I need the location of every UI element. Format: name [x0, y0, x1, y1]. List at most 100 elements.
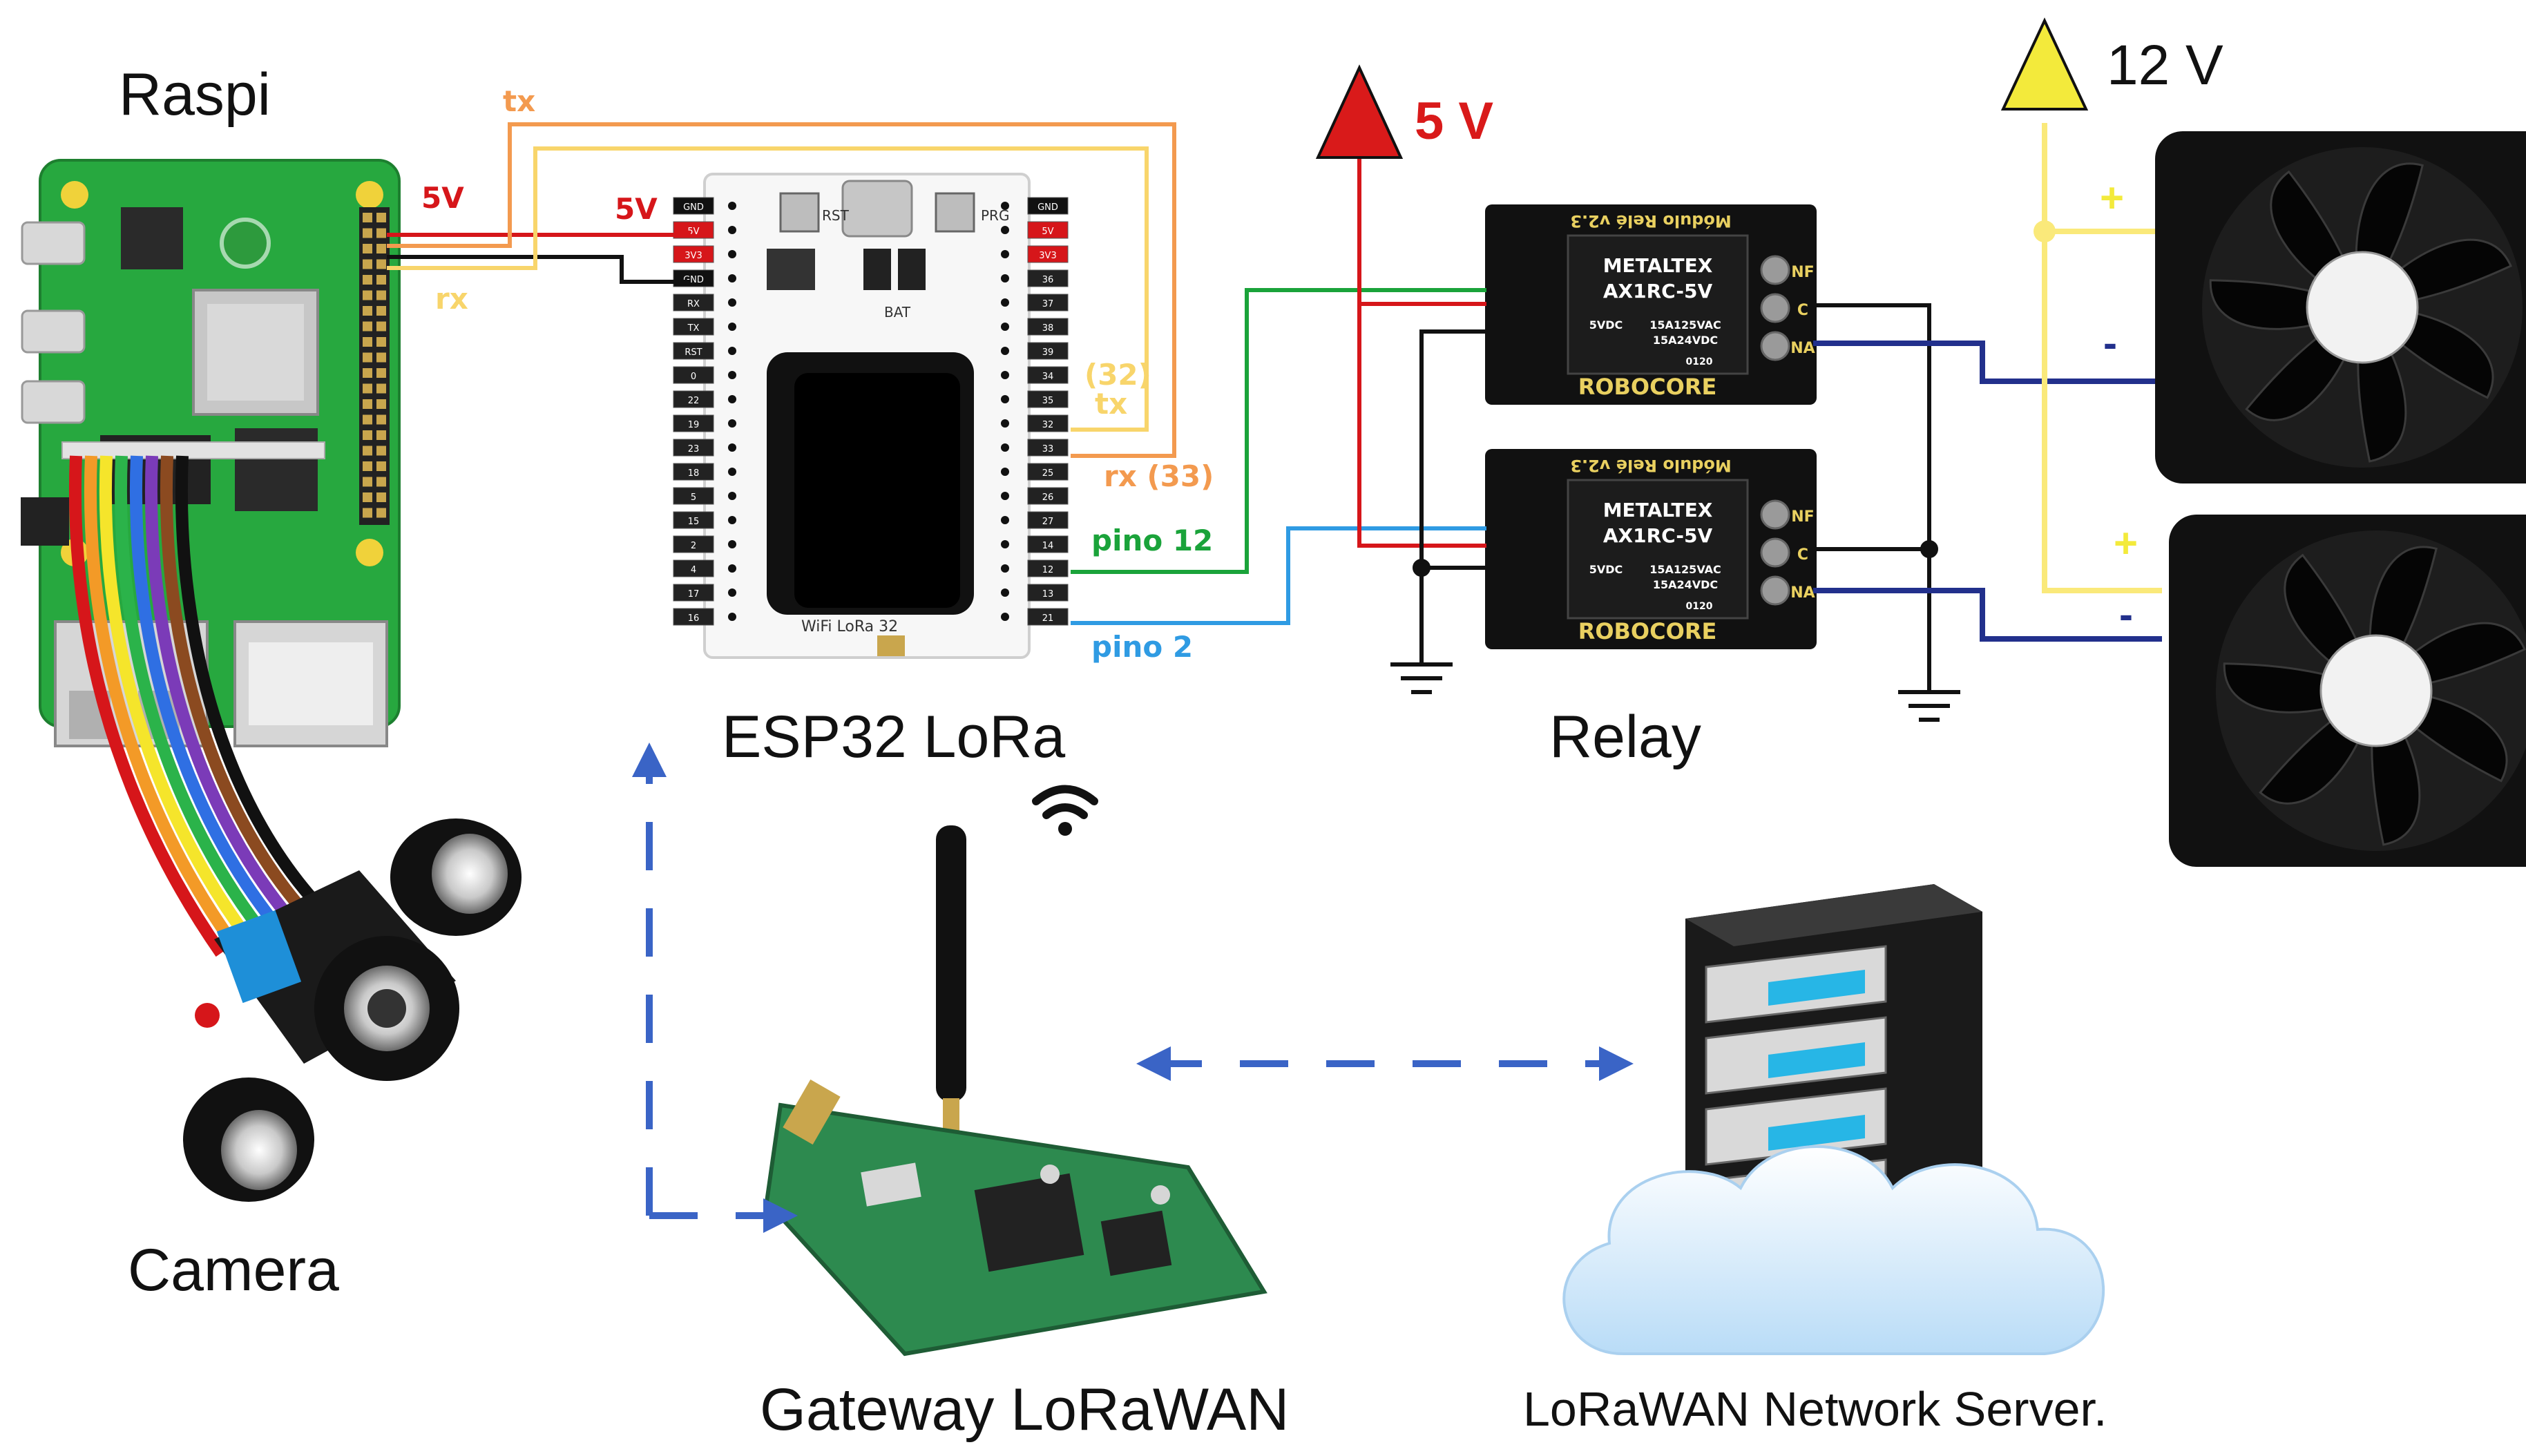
esp-pin: 18: [673, 463, 736, 481]
esp-pin: 5V: [1001, 221, 1069, 239]
fan-icon: [2155, 131, 2526, 483]
esp-pin-label: 3V3: [685, 251, 702, 261]
esp-pin-label: 27: [1042, 517, 1054, 527]
esp-pin-label: 37: [1042, 299, 1054, 309]
ribbon-cable: [68, 455, 323, 957]
esp-pin-label: 4: [691, 565, 696, 575]
lora-link-arrows: [632, 743, 1634, 1233]
esp-pin-label: 22: [688, 396, 700, 406]
esp-pin-label: 3V3: [1039, 251, 1056, 261]
pino2-label: pino 2: [1091, 630, 1194, 664]
esp-pin: 22: [673, 390, 736, 408]
fan2-minus-label: -: [2119, 591, 2133, 638]
esp-pin-label: 13: [1042, 589, 1054, 600]
pin2-wire: [1071, 526, 1486, 625]
ground-icon: [1390, 662, 1453, 694]
relay-silkscreen-text: 0120: [1686, 356, 1713, 367]
esp-pin-label: 0: [691, 372, 696, 382]
raspi-label: Raspi: [119, 61, 271, 128]
esp-pin: 27: [1001, 511, 1069, 529]
esp-pin-label: RX: [687, 299, 700, 309]
esp-pin-label: 5: [691, 492, 696, 503]
esp-pin-label: TX: [687, 323, 700, 334]
esp-pin: 33: [1001, 439, 1069, 457]
relay-silkscreen-text: Módulo Relé v2.3: [1570, 211, 1731, 231]
supply-5v-label: 5 V: [1415, 92, 1494, 151]
esp-pin-label: 34: [1042, 372, 1054, 382]
relay-silkscreen-text: 5VDC: [1589, 318, 1623, 332]
junction-dot: [2034, 220, 2056, 242]
antenna-gateway: [764, 825, 1267, 1357]
esp-tx-label: tx: [1095, 387, 1128, 421]
gateway-label: Gateway LoRaWAN: [760, 1377, 1290, 1443]
esp-pin: RX: [673, 294, 736, 312]
fan2-plus-label: +: [2114, 520, 2139, 566]
esp-pin: 34: [1001, 366, 1069, 384]
esp-pin: 37: [1001, 294, 1069, 312]
esp-pin: 3V3: [673, 245, 736, 263]
esp32-label: ESP32 LoRa: [722, 704, 1066, 770]
esp-pin: 16: [673, 608, 736, 626]
esp-pin: 32: [1001, 414, 1069, 432]
relay-silkscreen-text: ROBOCORE: [1578, 618, 1717, 644]
esp-pin: 25: [1001, 463, 1069, 481]
pin12-wire: [1071, 288, 1486, 574]
esp-pin: 35: [1001, 390, 1069, 408]
esp-pin: 38: [1001, 318, 1069, 336]
supply-5v-icon: [1315, 64, 1404, 159]
esp-pin-label: 32: [1042, 420, 1054, 430]
relay-silkscreen-text: NA: [1790, 340, 1815, 357]
esp-pin-label: GND: [683, 202, 704, 213]
relay-5v-supply: [1357, 159, 1486, 548]
fans: [2155, 131, 2526, 867]
esp-5v-label: 5V: [615, 192, 658, 226]
raspi-rx-label: rx: [435, 282, 468, 316]
relay-silkscreen-text: METALTEX: [1603, 254, 1713, 277]
relay-silkscreen-text: AX1RC-5V: [1603, 280, 1713, 303]
ground-icon: [1898, 690, 1960, 722]
fan1-minus-label: -: [2103, 320, 2117, 366]
relay-silkscreen-text: ROBOCORE: [1578, 374, 1717, 400]
esp-pin-label: 12: [1042, 565, 1054, 575]
esp-pin: 13: [1001, 584, 1069, 602]
esp-pin: 23: [673, 439, 736, 457]
relay-silkscreen-text: C: [1797, 546, 1808, 564]
esp-pin-label: 39: [1042, 347, 1054, 358]
esp-pin-label: 16: [688, 613, 700, 624]
relay-output-wires: [1813, 303, 1938, 691]
relay-silkscreen-text: Módulo Relé v2.3: [1570, 456, 1731, 475]
relay-silkscreen-text: 15A125VAC: [1649, 318, 1721, 332]
pino12-label: pino 12: [1091, 524, 1214, 557]
esp-pin: GND: [1001, 197, 1069, 215]
relay-silkscreen-text: NA: [1790, 584, 1815, 602]
relay-silkscreen-text: 5VDC: [1589, 563, 1623, 576]
server-label: LoRaWAN Network Server.: [1523, 1382, 2107, 1436]
power-and-uart-wires: [387, 122, 1176, 458]
relay-silkscreen-text: NF: [1791, 264, 1814, 281]
raspi-5v-label: 5V: [421, 181, 464, 215]
esp-pin-label: 23: [688, 444, 700, 454]
esp-pin-label: 17: [688, 589, 700, 600]
esp-rst-silkscreen: RST: [822, 207, 849, 224]
esp-pin-label: 2: [691, 541, 696, 551]
esp-pin: 21: [1001, 608, 1069, 626]
relay-silkscreen-text: C: [1797, 302, 1808, 319]
esp-pin: 0: [673, 366, 736, 384]
esp-pin: 19: [673, 414, 736, 432]
fan-icon: [2169, 515, 2526, 867]
esp-pin-label: 21: [1042, 613, 1054, 624]
esp32-board: [703, 173, 1031, 659]
supply-12v-icon: [2000, 17, 2089, 111]
wifi-icon: [1032, 785, 1098, 836]
esp-pin-label: 36: [1042, 275, 1054, 285]
fan-negative-wires: [1813, 341, 2162, 642]
relay-silkscreen-text: 15A24VDC: [1653, 578, 1718, 591]
esp-pin: 12: [1001, 559, 1069, 577]
server-cloud: [1562, 884, 2105, 1355]
